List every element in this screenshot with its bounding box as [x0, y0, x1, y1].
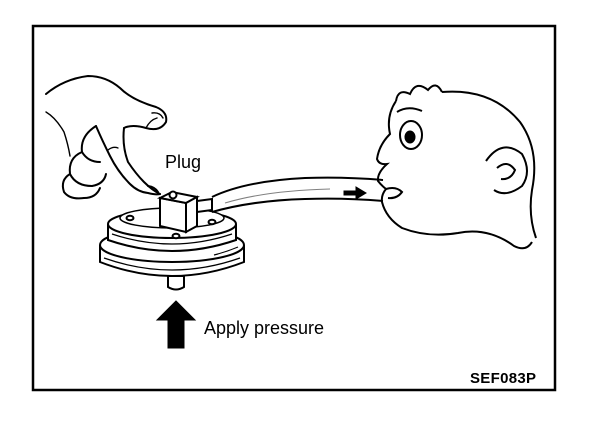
hose-icon [211, 176, 384, 213]
figure-code-label: SEF083P [470, 370, 537, 387]
arrow-up-icon [155, 300, 197, 349]
cartoon-head-icon [375, 84, 537, 250]
apply-pressure-label: Apply pressure [204, 318, 325, 338]
plug-label: Plug [165, 152, 202, 172]
figure-frame [31, 24, 557, 392]
diaphragm-device-icon [99, 190, 245, 291]
arrow-right-icon [343, 186, 367, 200]
pointing-hand-icon [45, 75, 168, 200]
